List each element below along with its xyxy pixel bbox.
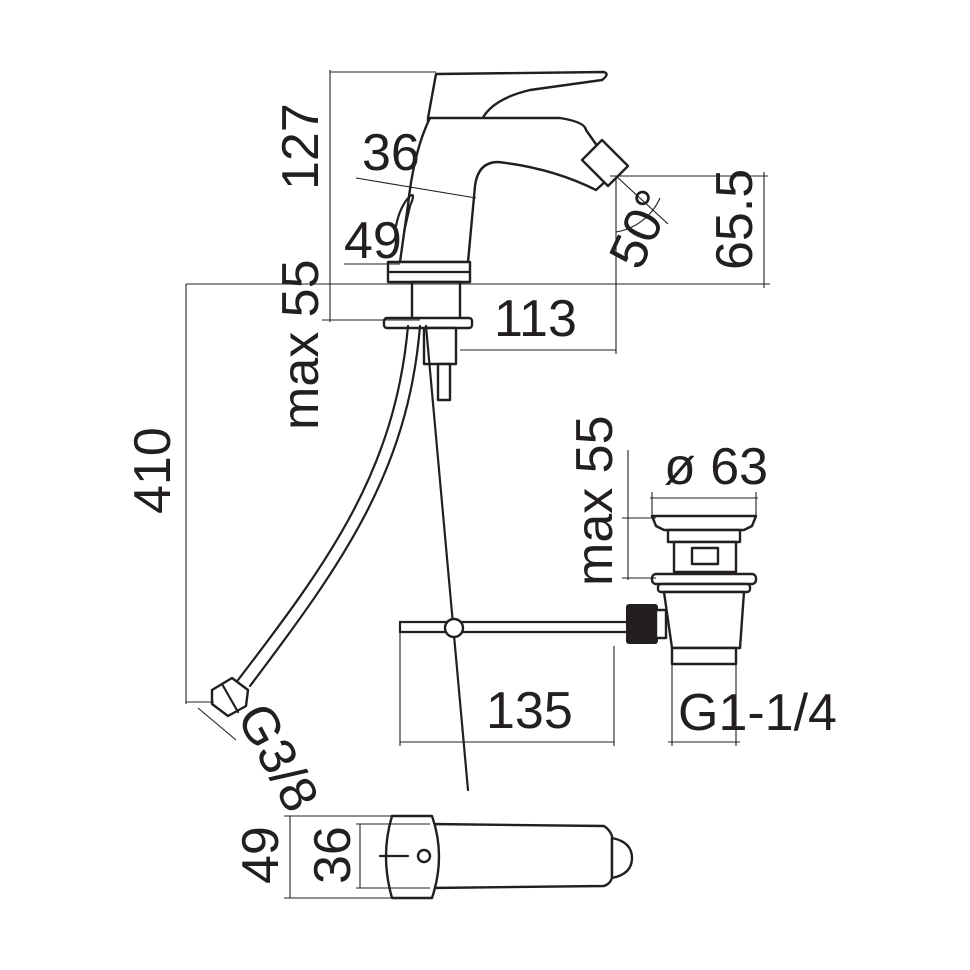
plan-spout xyxy=(428,822,614,890)
rod-connector xyxy=(626,604,658,644)
label-36: 36 xyxy=(362,124,420,182)
label-dia63: ø 63 xyxy=(664,438,768,496)
popup-rod xyxy=(424,324,470,792)
waste-flange xyxy=(650,572,758,586)
dimension-labels-waste: ø 63 max 55 135 G1-1/4 xyxy=(486,415,837,742)
flexible-hose xyxy=(236,324,410,682)
mixer-body xyxy=(398,116,622,264)
label-50deg: 50° xyxy=(598,181,684,277)
label-g1-1-4: G1-1/4 xyxy=(678,684,837,742)
label-plan-36: 36 xyxy=(304,826,362,884)
plan-spray-end xyxy=(610,836,634,880)
label-plan-49: 49 xyxy=(232,826,290,884)
label-410: 410 xyxy=(124,427,182,514)
shank-lower xyxy=(422,326,458,366)
label-135: 135 xyxy=(486,682,573,740)
threaded-stud xyxy=(436,362,452,402)
popup-waste xyxy=(398,514,758,666)
label-127: 127 xyxy=(272,103,330,190)
dimension-lines-plan xyxy=(284,815,430,899)
popup-rod-knob xyxy=(394,194,415,234)
plan-handle xyxy=(384,814,441,900)
label-max55-waste: max 55 xyxy=(566,415,624,586)
rod-joint xyxy=(443,617,465,639)
waste-tail xyxy=(662,590,746,650)
hose-nut xyxy=(210,676,250,718)
dimension-labels-plan: 49 36 xyxy=(232,826,362,884)
spray-head xyxy=(580,138,630,188)
mixer-side-view xyxy=(210,70,630,792)
label-max55-top: max 55 xyxy=(272,259,330,430)
label-g3-8: G3/8 xyxy=(225,694,329,821)
label-65-5: 65.5 xyxy=(706,169,764,270)
dimension-lines-top xyxy=(185,70,770,741)
waste-plug-cap xyxy=(650,514,758,532)
label-49: 49 xyxy=(344,212,402,270)
label-113: 113 xyxy=(494,290,577,348)
mixer-plan-view xyxy=(378,814,634,900)
dimension-lines-waste xyxy=(399,450,758,746)
